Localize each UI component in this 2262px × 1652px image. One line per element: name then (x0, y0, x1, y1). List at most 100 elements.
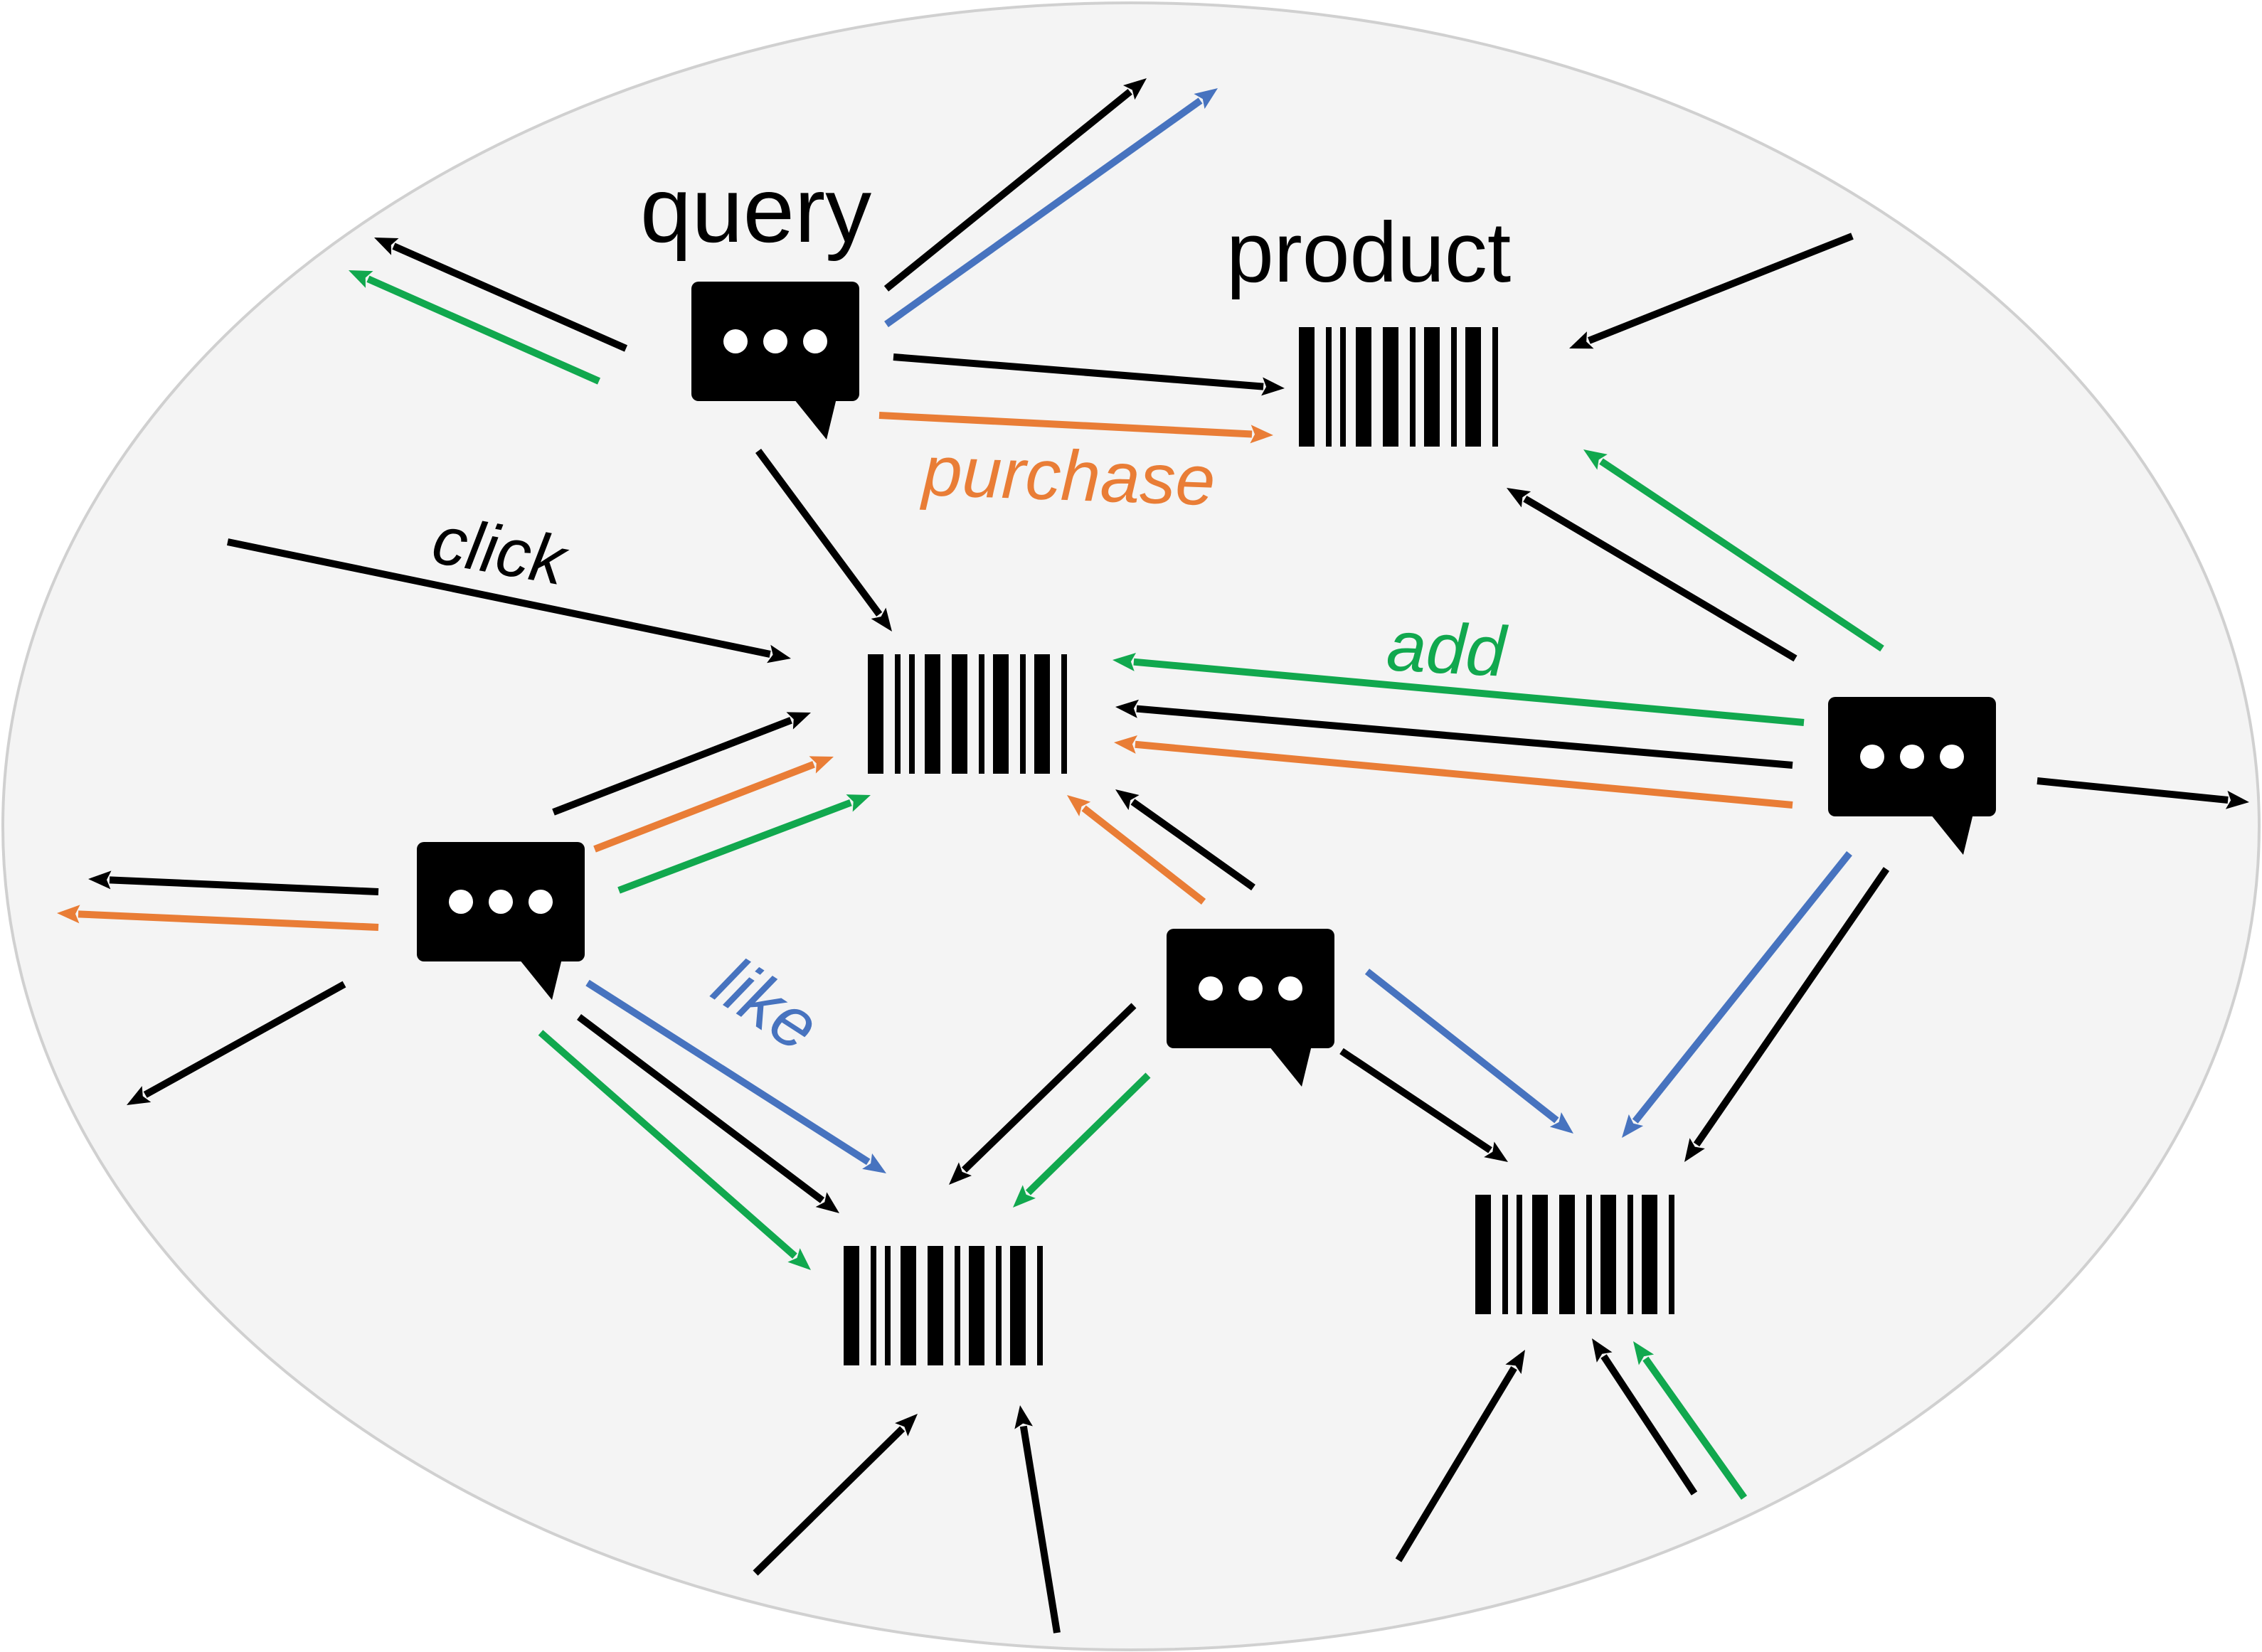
like-edge-arrowhead (1622, 1114, 1644, 1138)
product-node-middle (868, 654, 1067, 774)
click-edge-arrowhead (1569, 331, 1594, 349)
add-edge-arrowhead (787, 1248, 811, 1270)
purchase-edge (878, 412, 1273, 444)
click-edge-line (1130, 799, 1255, 891)
add-edge-line (366, 275, 601, 385)
click-edge-line (1019, 1425, 1061, 1634)
click-edge-arrowhead (767, 644, 791, 664)
purchase-edge-line (878, 412, 1253, 438)
purchase-edge-line (1081, 805, 1206, 905)
click-edge-arrowhead (895, 1414, 918, 1437)
click-edge-line (1588, 233, 1854, 344)
click-edge-arrowhead (1592, 1338, 1613, 1363)
add-label: add (1385, 606, 1510, 692)
like-edge-arrowhead (1194, 88, 1218, 110)
click-edge-arrowhead (1261, 377, 1285, 396)
click-edge (1339, 1048, 1508, 1162)
add-edge-arrowhead (846, 794, 871, 812)
like-edge-line (884, 97, 1203, 328)
click-edge (1592, 1338, 1698, 1496)
like-edge-line (585, 979, 871, 1166)
purchase-edge-arrowhead (809, 756, 834, 774)
click-edge-arrowhead (949, 1162, 972, 1185)
like-edge-line (1632, 851, 1852, 1124)
click-edge (1507, 488, 1798, 662)
click-edge-arrowhead (1115, 699, 1139, 718)
click-edge (552, 712, 811, 816)
click-edge (755, 449, 892, 632)
like-edge-arrowhead (862, 1153, 886, 1173)
purchase-edge-line (593, 761, 815, 853)
purchase-edge (593, 756, 834, 853)
add-edge (1013, 1072, 1151, 1208)
add-edge (538, 1030, 811, 1270)
purchase-edge-arrowhead (1067, 795, 1091, 816)
click-edge-line (753, 1426, 906, 1576)
click-edge-line (1395, 1366, 1517, 1562)
add-edge-arrowhead (1113, 652, 1137, 671)
purchase-edge (57, 905, 379, 931)
purchase-edge-arrowhead (1250, 425, 1273, 444)
purchase-edge (1067, 795, 1206, 905)
like-edge (1622, 851, 1852, 1138)
click-edge (576, 1014, 839, 1213)
click-edge-line (1523, 495, 1798, 662)
click-edge-line (2037, 777, 2229, 804)
add-edge-line (1025, 1072, 1151, 1195)
click-edge-line (962, 1003, 1137, 1173)
product-node-top (1299, 327, 1498, 447)
click-edge-arrowhead (1684, 1138, 1705, 1162)
click-edge (88, 870, 379, 895)
add-edge-line (538, 1030, 797, 1259)
click-edge-line (1600, 1354, 1698, 1496)
add-edge-line (1642, 1356, 1748, 1500)
click-edge-line (552, 717, 792, 816)
click-edge (1569, 233, 1854, 349)
click-edge-arrowhead (88, 870, 112, 890)
add-edge-line (1133, 658, 1805, 726)
click-edge-line (392, 243, 628, 352)
like-edge (884, 88, 1218, 328)
product-label: product (1226, 205, 1511, 300)
click-edge-arrowhead (1115, 789, 1140, 811)
like-edge-arrowhead (1549, 1112, 1573, 1134)
add-edge-arrowhead (349, 270, 373, 288)
click-edge (374, 238, 628, 352)
query-label: query (640, 158, 871, 262)
add-edge (349, 270, 601, 385)
click-edge-line (226, 538, 771, 658)
add-edge-line (1599, 458, 1884, 652)
purchase-edge-arrowhead (57, 905, 80, 924)
click-edge (1115, 699, 1793, 769)
like-edge (585, 979, 886, 1173)
add-edge-arrowhead (1013, 1185, 1036, 1208)
add-edge-arrowhead (1633, 1341, 1655, 1365)
click-edge-arrowhead (2225, 790, 2249, 809)
click-edge-line (1339, 1048, 1492, 1153)
click-edge (753, 1414, 918, 1576)
click-edge-line (883, 88, 1132, 292)
click-edge-arrowhead (1014, 1405, 1033, 1429)
click-edge-arrowhead (1484, 1141, 1508, 1162)
add-edge (1633, 1341, 1748, 1500)
click-edge-line (893, 353, 1264, 390)
purchase-edge-line (78, 910, 379, 931)
click-edge-line (755, 449, 883, 617)
add-edge (1113, 652, 1805, 726)
purchase-edge-line (1135, 740, 1793, 809)
product-node-bottom-left (844, 1246, 1043, 1365)
add-edge-arrowhead (1583, 449, 1608, 470)
click-edge (2037, 777, 2249, 809)
click-edge (1684, 867, 1890, 1162)
like-edge-line (1364, 969, 1559, 1124)
click-edge (226, 538, 791, 664)
click-edge-arrowhead (127, 1086, 152, 1105)
click-edge-arrowhead (1505, 1350, 1525, 1375)
click-edge (949, 1003, 1137, 1185)
click-edge-arrowhead (1507, 488, 1531, 508)
click-edge (1014, 1405, 1061, 1634)
click-edge-line (1136, 705, 1793, 769)
purchase-edge-arrowhead (1114, 735, 1138, 754)
